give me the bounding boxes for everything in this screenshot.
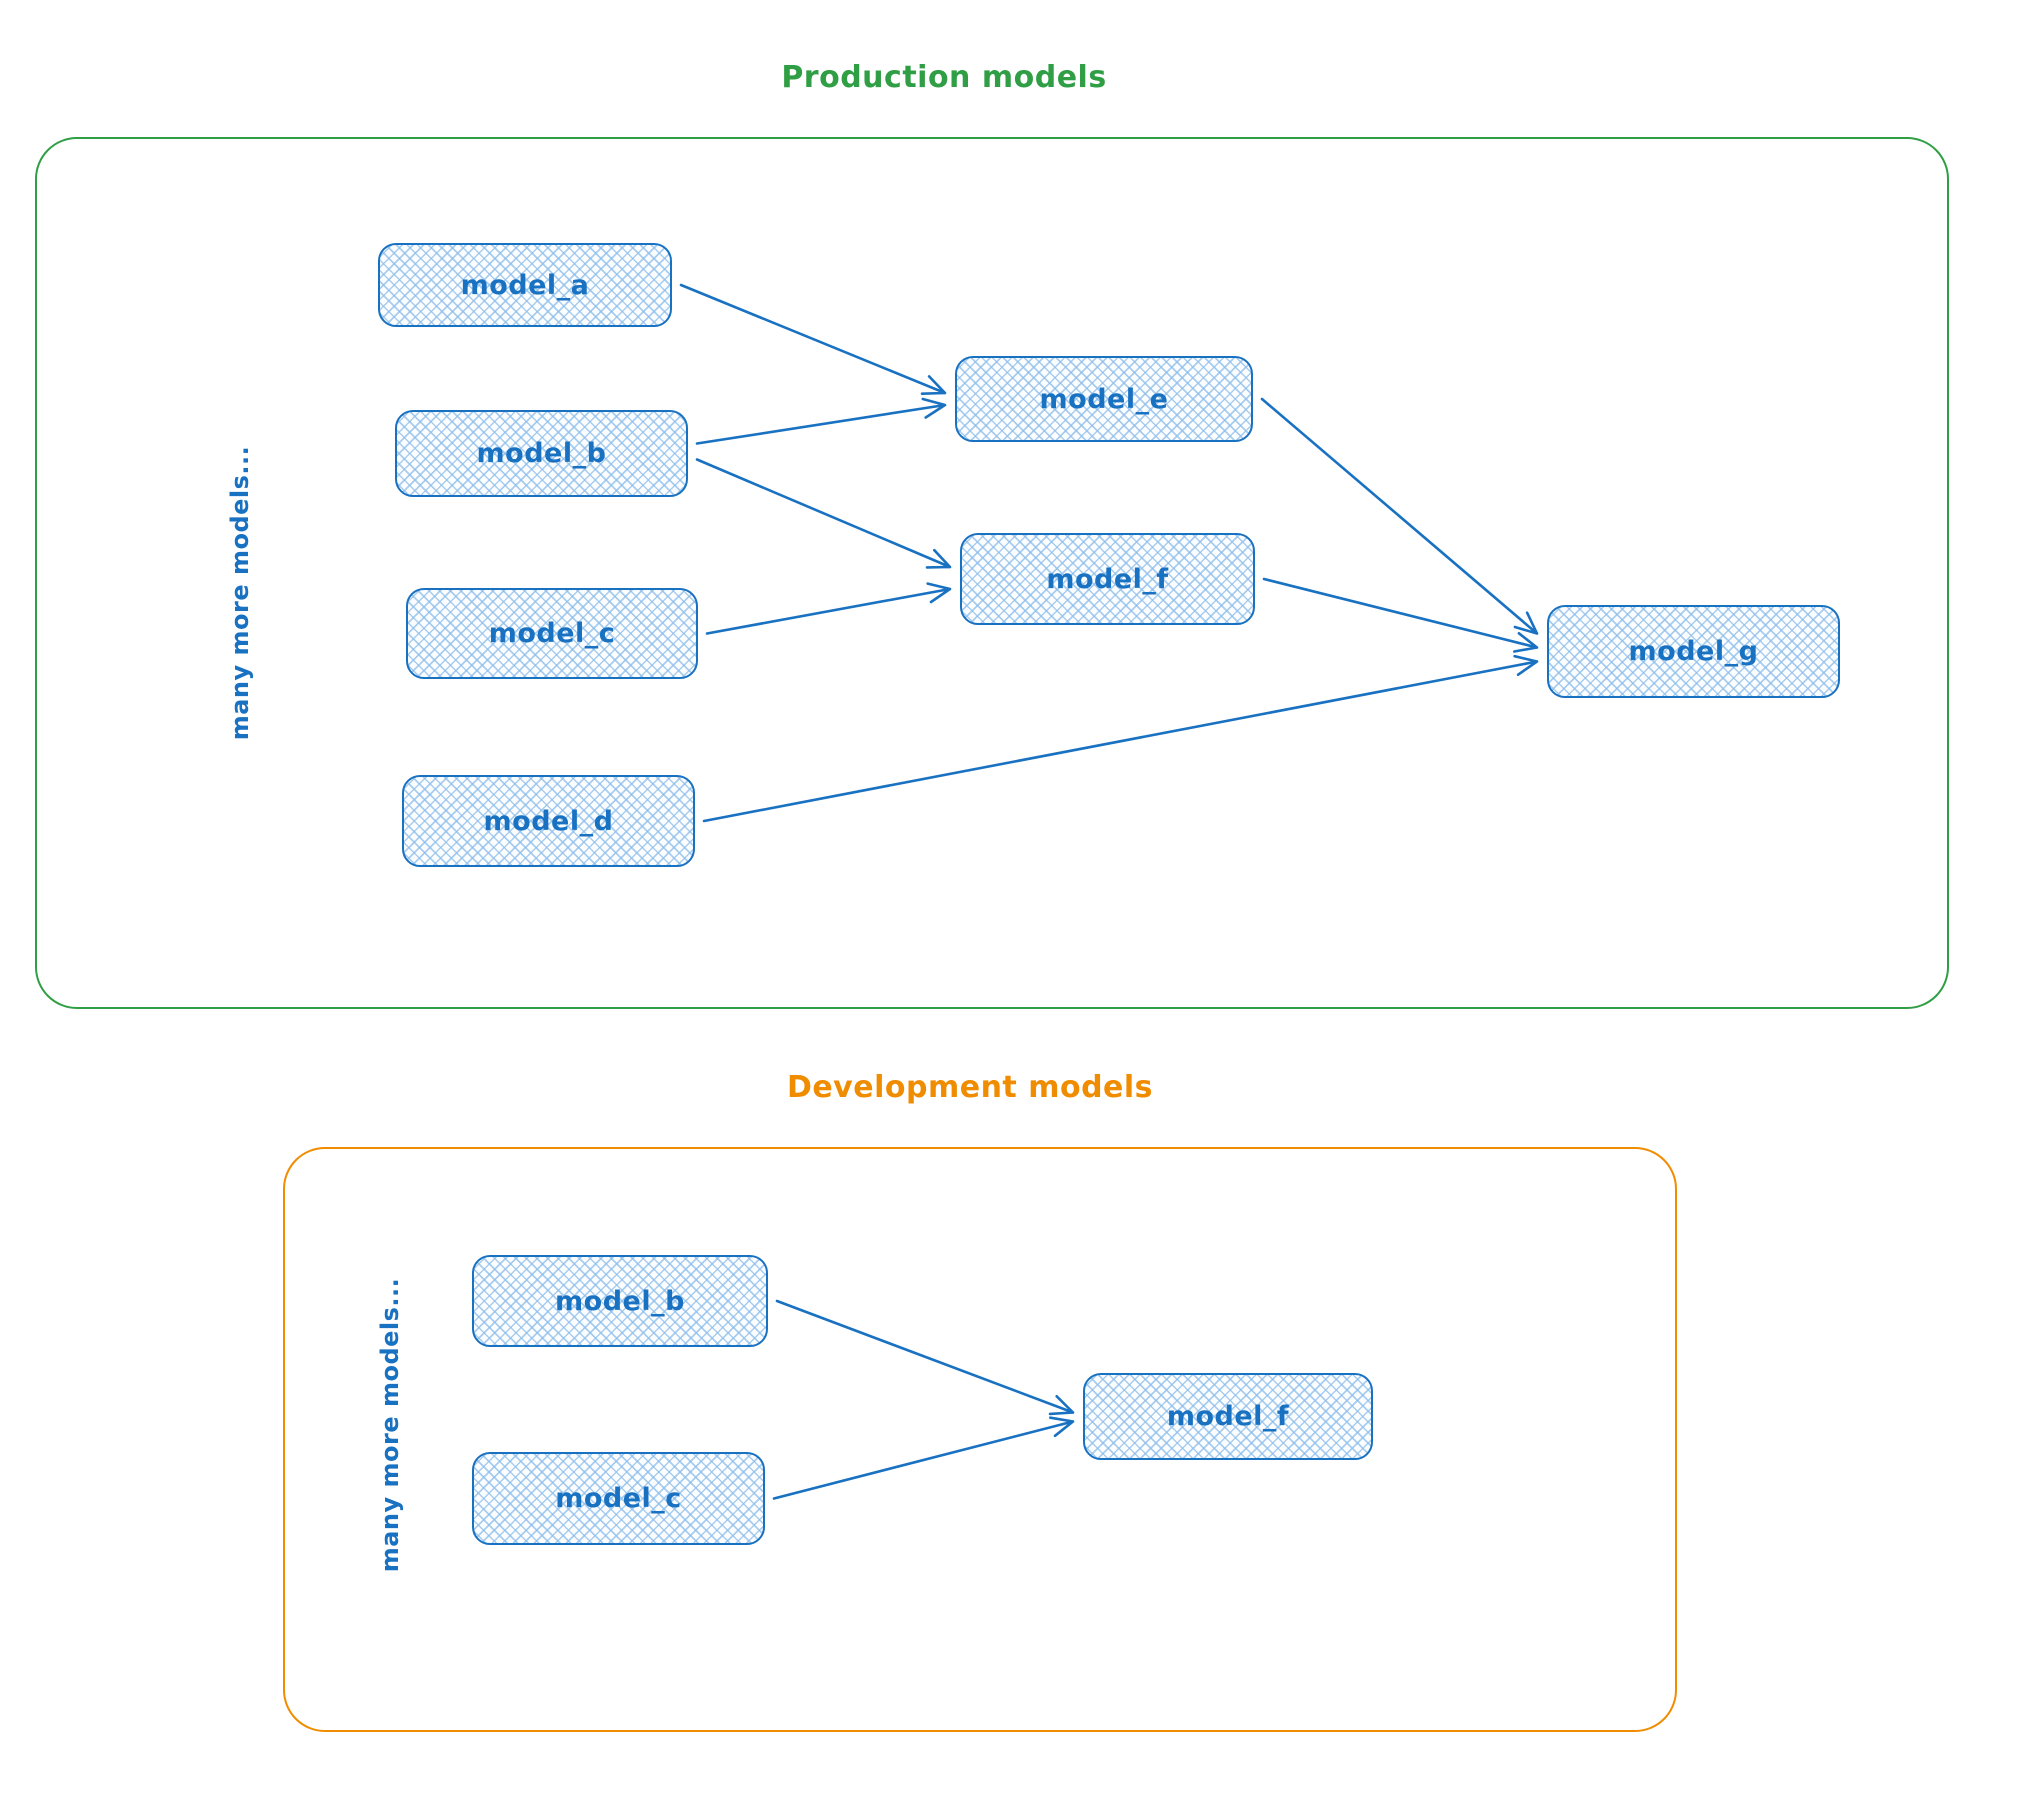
node-label: model_f xyxy=(1046,563,1169,595)
production-side-label: many more models... xyxy=(226,445,254,741)
node-label: model_b xyxy=(476,438,607,469)
node-model_e-production: model_e xyxy=(955,356,1253,442)
production-container xyxy=(35,137,1949,1009)
node-label: model_c xyxy=(555,1483,682,1514)
node-label: model_b xyxy=(555,1285,685,1317)
node-model_c-production: model_c xyxy=(406,588,698,679)
node-label: model_d xyxy=(483,805,614,837)
node-label: model_a xyxy=(460,269,590,301)
development-container xyxy=(283,1147,1677,1732)
production-title: Production models xyxy=(781,60,1107,95)
node-model_f-production: model_f xyxy=(960,533,1255,625)
node-model_a-production: model_a xyxy=(378,243,672,327)
node-model_g-production: model_g xyxy=(1547,605,1840,698)
node-label: model_c xyxy=(488,618,616,649)
node-model_b-production: model_b xyxy=(395,410,688,497)
node-model_d-production: model_d xyxy=(402,775,695,867)
node-model_b-development: model_b xyxy=(472,1255,768,1347)
node-model_f-development: model_f xyxy=(1083,1373,1373,1460)
development-title: Development models xyxy=(786,1070,1154,1105)
node-label: model_f xyxy=(1166,1401,1290,1432)
node-model_c-development: model_c xyxy=(472,1452,765,1545)
node-label: model_g xyxy=(1628,636,1759,667)
development-side-label: many more models... xyxy=(376,1277,404,1573)
node-label: model_e xyxy=(1039,383,1169,415)
